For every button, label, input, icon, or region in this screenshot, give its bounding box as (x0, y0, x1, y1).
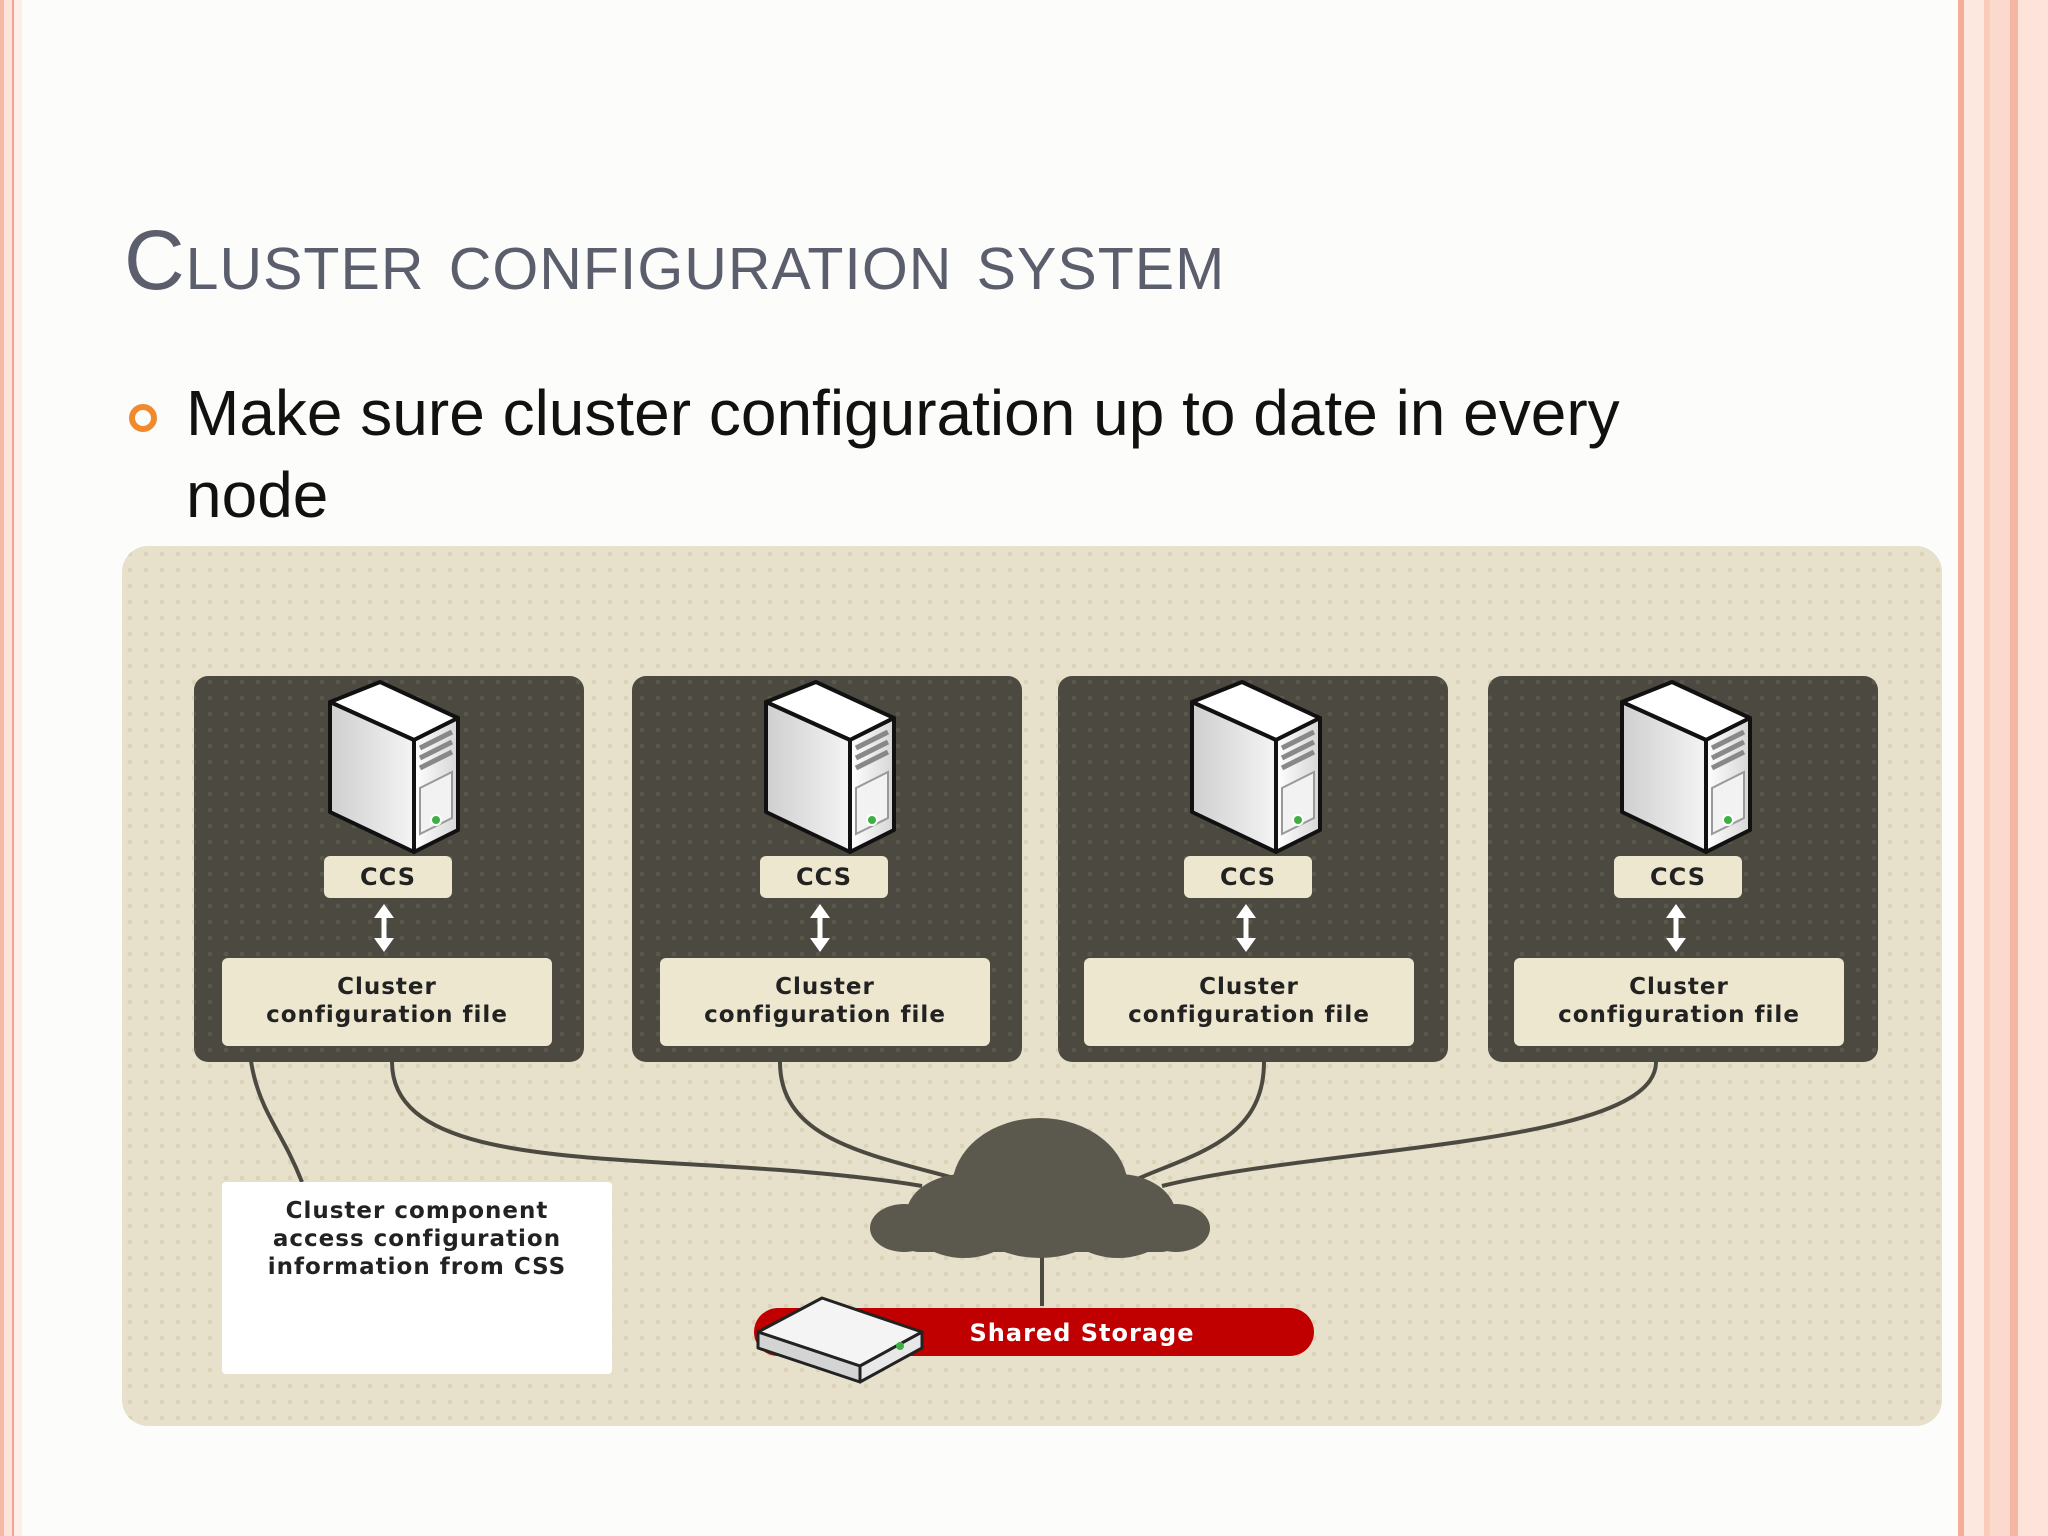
note-line2: access configuration (273, 1226, 561, 1252)
config-file-box (660, 958, 990, 1046)
cluster-diagram: CCS Cluster configuration file CCS Clust… (122, 546, 1942, 1426)
right-decorative-border (1958, 0, 2048, 1536)
storage-drive-icon (756, 1296, 924, 1384)
config-file-label-line1: Cluster (1199, 974, 1299, 1000)
config-file-label-line2: configuration file (1558, 1002, 1800, 1028)
ccs-box (1614, 856, 1742, 898)
config-file-label-line2: configuration file (1128, 1002, 1370, 1028)
ccs-label: CCS (360, 863, 416, 891)
ccs-box (1184, 856, 1312, 898)
ccs-label: CCS (796, 863, 852, 891)
left-decorative-border (0, 0, 22, 1536)
ccs-label: CCS (1220, 863, 1276, 891)
cluster-node: CCS Cluster configuration file (194, 676, 584, 1062)
config-file-label-line1: Cluster (337, 974, 437, 1000)
note-line3: information from CSS (268, 1254, 566, 1280)
bullet-item: Make sure cluster configuration up to da… (124, 372, 1744, 536)
config-file-label-line2: configuration file (704, 1002, 946, 1028)
slide-title: Cluster configuration system (124, 213, 1226, 307)
cluster-node: CCS Cluster configuration file (1058, 676, 1448, 1062)
shared-storage-label: Shared Storage (970, 1319, 1195, 1347)
cluster-node: CCS Cluster configuration file (632, 676, 1022, 1062)
cluster-node: CCS Cluster configuration file (1488, 676, 1878, 1062)
bullet-icon (129, 404, 157, 432)
config-file-label-line2: configuration file (266, 1002, 508, 1028)
note-line1: Cluster component (286, 1198, 549, 1224)
config-file-label-line1: Cluster (1629, 974, 1729, 1000)
note-box (222, 1182, 612, 1374)
ccs-label: CCS (1650, 863, 1706, 891)
config-file-box (1084, 958, 1414, 1046)
config-file-label-line1: Cluster (775, 974, 875, 1000)
ccs-box (760, 856, 888, 898)
config-file-box (222, 958, 552, 1046)
ccs-box (324, 856, 452, 898)
cloud-icon (870, 1118, 1210, 1258)
config-file-box (1514, 958, 1844, 1046)
bullet-text: Make sure cluster configuration up to da… (186, 377, 1620, 531)
